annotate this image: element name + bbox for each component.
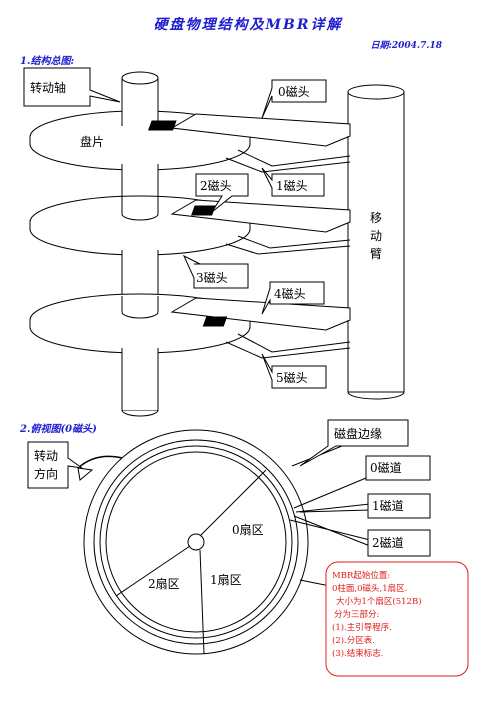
top-view-labels: 转动 方向 磁盘边缘 0磁道 1磁道 2磁道 0扇区 1扇区 2扇区 bbox=[34, 426, 404, 591]
head-1-callout bbox=[261, 167, 325, 197]
head-5-label: 5磁头 bbox=[276, 370, 308, 385]
document-date: 日期:2004.7.18 bbox=[370, 41, 442, 51]
track-2-label: 2磁道 bbox=[372, 535, 404, 550]
head-5-callout bbox=[261, 353, 327, 389]
mbr-note-line: 分为三部分: bbox=[334, 609, 379, 620]
head-4-label: 4磁头 bbox=[274, 286, 306, 301]
spindle-callout bbox=[23, 67, 121, 107]
mbr-note-line: MBR起始位置: bbox=[332, 570, 390, 581]
mbr-note-line: (1).主引导程序. bbox=[332, 622, 392, 633]
edge-callout bbox=[299, 419, 409, 467]
track-1-pointer bbox=[295, 503, 371, 513]
arm-label-1: 移 bbox=[370, 211, 382, 225]
rotation-label-1: 转动 bbox=[34, 448, 58, 463]
section1-heading: 1.结构总图: bbox=[20, 56, 75, 67]
sector-line-2 bbox=[199, 549, 205, 655]
mbr-note-line: 0柱面,0磁头,1扇区. bbox=[332, 583, 407, 594]
head-3-arm bbox=[237, 235, 351, 249]
head-2-callout bbox=[195, 173, 249, 213]
head-0-callout bbox=[261, 79, 327, 119]
rotation-arrow bbox=[77, 455, 123, 469]
track-1-label: 1磁道 bbox=[372, 498, 404, 513]
mbr-note-line: (3).结束标志. bbox=[332, 648, 383, 659]
top-view-callouts bbox=[27, 419, 431, 557]
head-1-label: 1磁头 bbox=[276, 178, 308, 193]
head-0-arm bbox=[148, 113, 351, 147]
sector-1-label: 1扇区 bbox=[210, 572, 242, 587]
head-0-label: 0磁头 bbox=[278, 84, 310, 99]
track-0-callout bbox=[365, 455, 431, 481]
rotation-label-2: 方向 bbox=[34, 466, 58, 481]
moving-arm bbox=[347, 84, 405, 400]
head-3-callout bbox=[182, 254, 249, 289]
mbr-note-border bbox=[325, 561, 469, 677]
document-title: 硬盘物理结构及MBR详解 bbox=[153, 17, 343, 33]
sector-0-label: 0扇区 bbox=[232, 522, 264, 537]
track-1-circle bbox=[99, 445, 293, 639]
disk-edge-circle bbox=[83, 429, 309, 655]
sector-line-1 bbox=[115, 545, 191, 597]
track-1-callout bbox=[367, 493, 431, 519]
track-0-circle bbox=[93, 439, 299, 645]
mbr-note: MBR起始位置: 0柱面,0磁头,1扇区. 大小为1个扇区(512B) 分为三部… bbox=[325, 561, 469, 677]
structure-labels: 转动轴 盘片 移 动 臂 0磁头 1磁头 2磁头 3磁头 4磁头 5磁头 bbox=[30, 80, 382, 385]
track-2-circle bbox=[105, 451, 287, 633]
edge-label: 磁盘边缘 bbox=[334, 426, 382, 441]
head-2-label: 2磁头 bbox=[200, 178, 232, 193]
head-4-callout bbox=[261, 281, 325, 315]
head-5-arm bbox=[237, 333, 351, 353]
track-2-callout bbox=[367, 529, 431, 557]
top-view-diagram bbox=[77, 429, 373, 655]
structure-diagram bbox=[23, 67, 405, 417]
rotation-callout bbox=[27, 441, 83, 489]
arm-label-3: 臂 bbox=[370, 247, 382, 261]
head-3-label: 3磁头 bbox=[196, 270, 228, 285]
section2-heading: 2.俯视图(0磁头) bbox=[20, 424, 97, 435]
head-0-block bbox=[148, 120, 177, 131]
spindle-label: 转动轴 bbox=[30, 80, 66, 95]
track-0-label: 0磁道 bbox=[370, 460, 402, 475]
mbr-note-line: (2).分区表. bbox=[332, 635, 375, 646]
mbr-pointer bbox=[299, 579, 331, 587]
head-4-block bbox=[202, 316, 228, 327]
arm-label-2: 动 bbox=[370, 229, 382, 243]
track-2-pointer bbox=[289, 515, 371, 547]
mbr-note-line: 大小为1个扇区(512B) bbox=[336, 596, 422, 607]
spindle-hub bbox=[187, 533, 205, 551]
track-0-pointer bbox=[293, 477, 367, 509]
head-1-arm bbox=[237, 149, 351, 167]
head-2-block bbox=[191, 205, 216, 216]
sector-line-0 bbox=[199, 469, 267, 537]
platter-label: 盘片 bbox=[80, 134, 104, 149]
spindle-top bbox=[121, 71, 159, 126]
sector-2-label: 2扇区 bbox=[148, 576, 180, 591]
head-4-arm bbox=[170, 297, 351, 331]
